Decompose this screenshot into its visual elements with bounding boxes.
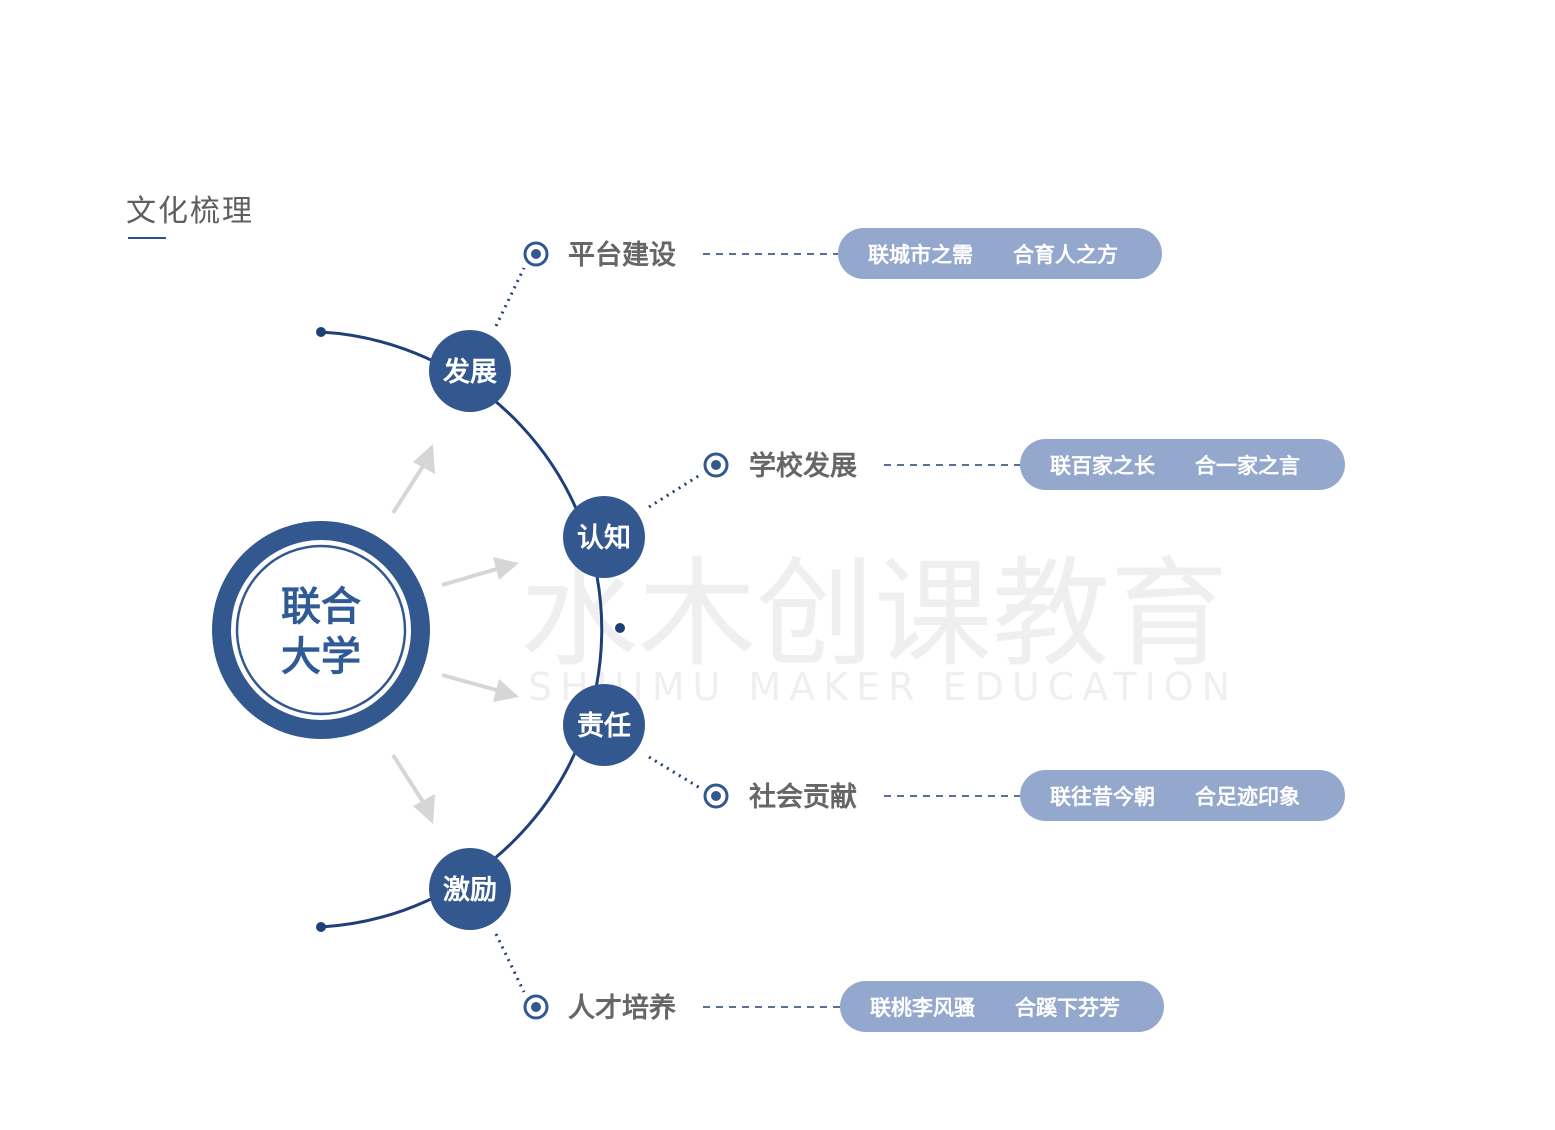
node-label: 发展 <box>442 356 497 388</box>
title-underline <box>128 237 166 239</box>
arrow-up <box>391 461 427 515</box>
target-icon <box>523 994 549 1020</box>
pill-talent: 联桃李风骚 合蹊下芬芳 <box>840 981 1164 1032</box>
arrow-lower-right <box>441 673 501 693</box>
target-icon <box>703 452 729 478</box>
pill-text-b: 合一家之言 <box>1195 454 1300 478</box>
center-line1: 联合 <box>281 584 361 630</box>
node-fazhan: 发展 <box>429 330 511 412</box>
center-circle: 联合 大学 <box>212 521 430 739</box>
arrow-upper-right <box>441 566 501 587</box>
node-renzhi: 认知 <box>563 496 645 578</box>
node-zeren: 责任 <box>563 684 645 766</box>
pill-society: 联往昔今朝 合足迹印象 <box>1020 770 1345 821</box>
dotted-connectors <box>494 267 701 993</box>
dashed-connectors <box>703 253 1022 1008</box>
branch-label-school: 学校发展 <box>749 450 857 482</box>
center-line2: 大学 <box>281 634 361 680</box>
watermark-cn: 水木创课教育 <box>520 545 1228 683</box>
pill-text-a: 联桃李风骚 <box>870 996 976 1020</box>
branch-label-talent: 人才培养 <box>568 992 676 1024</box>
pill-text-a: 联百家之长 <box>1050 454 1156 478</box>
pill-text-b: 合蹊下芬芳 <box>1015 996 1120 1020</box>
arrow-lower-right-head <box>493 679 519 702</box>
node-label: 认知 <box>577 523 631 554</box>
arc-mid-dot <box>615 623 625 633</box>
pill-school: 联百家之长 合一家之言 <box>1020 439 1345 490</box>
arrow-down-head <box>413 794 435 824</box>
arrow-down <box>391 753 427 807</box>
pill-text-a: 联城市之需 <box>868 243 973 267</box>
node-label: 激励 <box>443 874 497 906</box>
branch-label-society: 社会贡献 <box>749 781 857 813</box>
watermark: 水木创课教育 SHUIMU MAKER EDUCATION <box>520 545 1238 709</box>
pill-text-b: 合足迹印象 <box>1195 785 1300 809</box>
arrows <box>391 444 519 824</box>
pill-platform: 联城市之需 合育人之方 <box>838 228 1162 279</box>
arc-end-bottom <box>316 922 326 932</box>
target-icon <box>703 783 729 809</box>
page-title: 文化梳理 <box>126 194 254 229</box>
arrow-upper-right-head <box>493 557 519 580</box>
bullet-icons <box>523 241 729 1020</box>
arrow-up-head <box>413 444 435 474</box>
pill-text-a: 联往昔今朝 <box>1050 785 1155 809</box>
pill-text-b: 合育人之方 <box>1013 243 1118 267</box>
watermark-en: SHUIMU MAKER EDUCATION <box>528 665 1238 709</box>
branch-label-platform: 平台建设 <box>568 239 676 271</box>
node-jili: 激励 <box>429 848 511 930</box>
node-label: 责任 <box>577 711 631 742</box>
target-icon <box>523 241 549 267</box>
arc-end-top <box>316 327 326 337</box>
